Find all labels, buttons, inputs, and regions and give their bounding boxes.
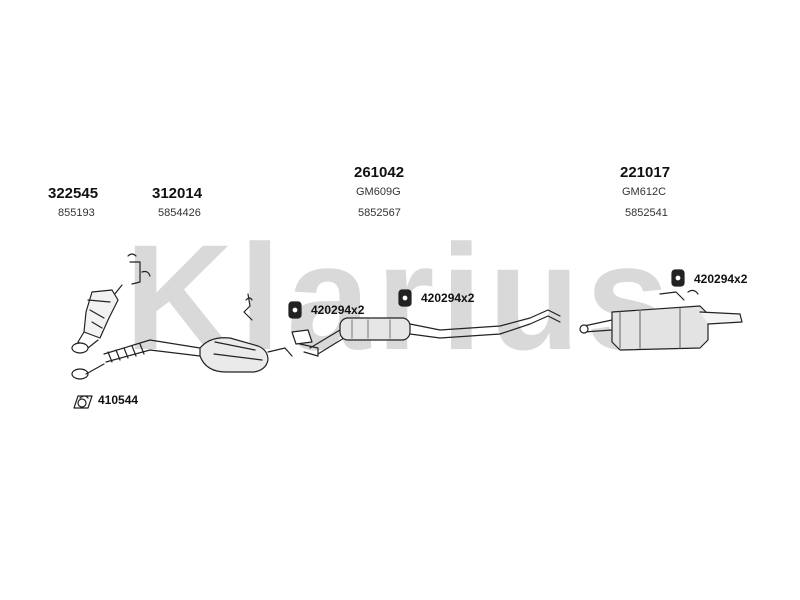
oe-number-5852541: 5852541 bbox=[625, 207, 668, 219]
front-pipe-part bbox=[71, 253, 151, 354]
oe-number-5854426: 5854426 bbox=[158, 207, 201, 219]
model-code-gm612c: GM612C bbox=[622, 186, 667, 198]
callout-mount-1: 420294x2 bbox=[311, 303, 365, 317]
mount-icon bbox=[288, 301, 302, 319]
gasket-icon bbox=[73, 395, 93, 409]
part-number-312014: 312014 bbox=[152, 185, 203, 202]
callout-mount-3: 420294x2 bbox=[694, 272, 748, 286]
rear-silencer-part bbox=[579, 289, 743, 351]
mount-icon bbox=[671, 269, 685, 287]
callout-gasket: 410544 bbox=[98, 393, 139, 407]
mount-icon bbox=[398, 289, 412, 307]
oe-number-855193: 855193 bbox=[58, 207, 95, 219]
part-number-261042: 261042 bbox=[354, 164, 405, 181]
centre-silencer-part bbox=[291, 309, 561, 357]
catalyst-pipe-part bbox=[71, 293, 293, 380]
model-code-gm609g: GM609G bbox=[356, 186, 401, 198]
part-number-322545: 322545 bbox=[48, 185, 99, 202]
part-number-221017: 221017 bbox=[620, 164, 671, 181]
callout-mount-2: 420294x2 bbox=[421, 291, 475, 305]
oe-number-5852567: 5852567 bbox=[358, 207, 401, 219]
